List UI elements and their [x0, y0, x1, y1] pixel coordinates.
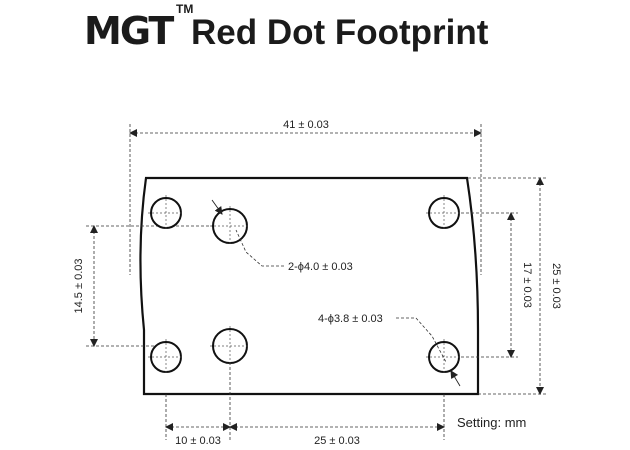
dim-label-bottom-right-spacing: 25 ± 0.03	[314, 435, 360, 447]
dimension-right-height: 25 ± 0.03	[468, 177, 562, 395]
units-note: Setting: mm	[457, 415, 527, 430]
dimension-top-width: 41 ± 0.03	[129, 119, 482, 275]
header: MGT TM Red Dot Footprint	[0, 0, 630, 80]
trademark-mark: TM	[176, 2, 194, 16]
callout-pin-holes: 2-ϕ4.0 ± 0.03	[211, 199, 353, 273]
screw-hole-bottom-right	[426, 339, 462, 375]
plate-outline	[139, 176, 480, 396]
screw-hole-bottom-left	[148, 339, 184, 375]
dim-label-right-height: 25 ± 0.03	[550, 263, 562, 309]
dim-label-inner-right-height: 17 ± 0.03	[521, 262, 533, 308]
dim-label-left-height: 14.5 ± 0.03	[73, 259, 85, 314]
callout-screw-holes: 4-ϕ3.8 ± 0.03	[318, 313, 461, 387]
pin-hole-bottom	[210, 326, 250, 366]
pin-hole-top	[210, 206, 250, 246]
screw-hole-top-left	[148, 195, 184, 231]
brand-logo: MGT	[84, 9, 174, 53]
dimension-left-height: 14.5 ± 0.03	[73, 225, 235, 347]
dimension-inner-right-height: 17 ± 0.03	[446, 212, 533, 358]
page-title: Red Dot Footprint	[191, 13, 489, 52]
dim-label-top-width: 41 ± 0.03	[283, 119, 329, 131]
callout-label-pin-holes: 2-ϕ4.0 ± 0.03	[288, 261, 353, 273]
dim-label-bottom-left-spacing: 10 ± 0.03	[175, 435, 221, 447]
screw-hole-top-right	[426, 195, 462, 231]
callout-label-screw-holes: 4-ϕ3.8 ± 0.03	[318, 313, 383, 325]
dimension-bottom-spacing: 10 ± 0.03 25 ± 0.03	[165, 357, 445, 447]
